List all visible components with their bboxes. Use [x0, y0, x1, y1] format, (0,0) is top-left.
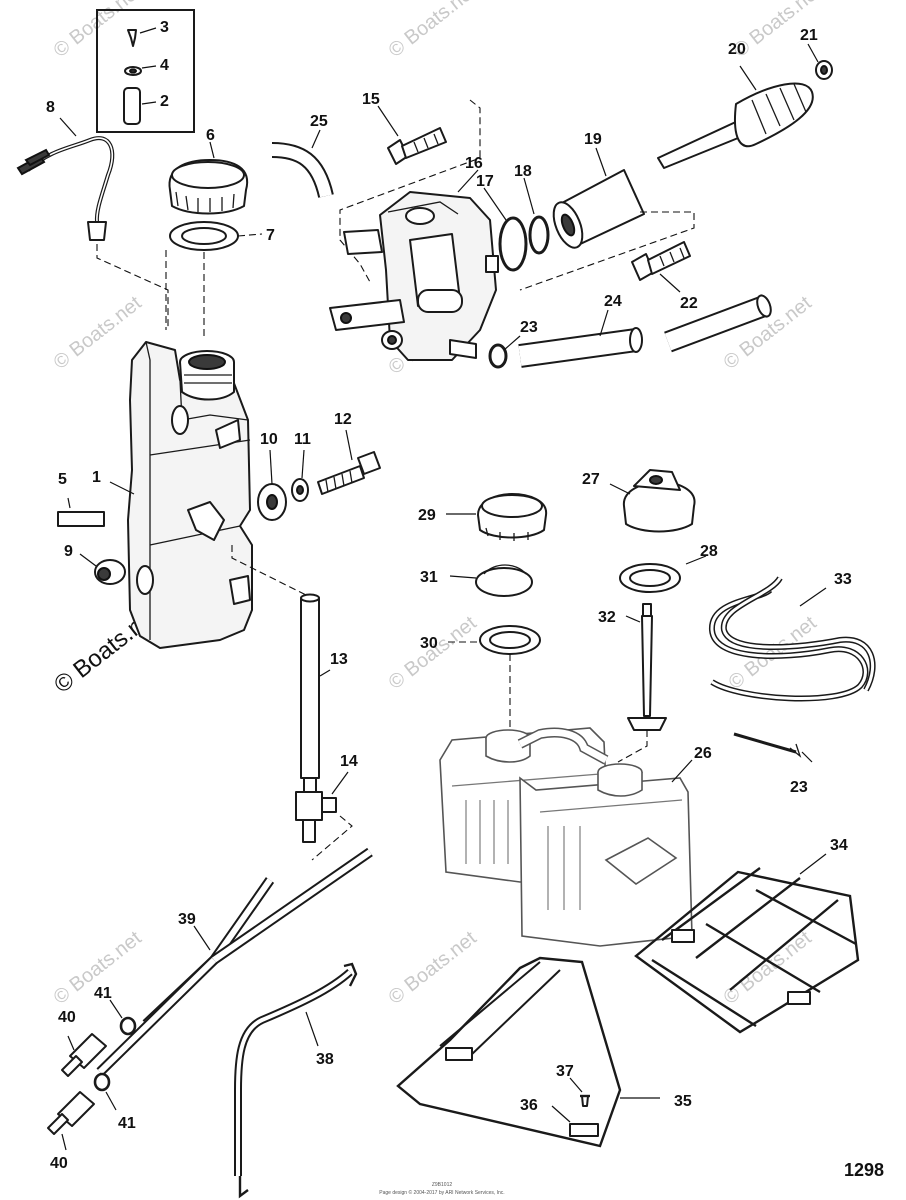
hose-clamp-23 [488, 335, 521, 369]
washer-11 [291, 449, 309, 502]
cap-gasket-7 [169, 221, 263, 251]
screw-37 [569, 1077, 590, 1107]
screw-22 [631, 241, 691, 293]
footer-id: Z9B1012 [432, 1182, 453, 1188]
callout-3: 3 [160, 19, 169, 36]
tee-fitting-14 [295, 771, 353, 861]
callout-35: 35 [674, 1093, 692, 1110]
callout-18: 18 [514, 163, 532, 180]
callout-38: 38 [316, 1051, 334, 1068]
oil-tank-cap-6 [168, 141, 249, 215]
watermark-10: © Boats.net [385, 927, 481, 1009]
pickup-tube-32 [625, 603, 667, 731]
callout-23-clamp: 23 [520, 319, 538, 336]
callout-37: 37 [556, 1063, 574, 1080]
callout-26: 26 [694, 745, 712, 762]
callout-7: 7 [266, 227, 275, 244]
hold-down-frame-35 [396, 956, 660, 1148]
hose-clamp-41-upper [109, 999, 137, 1036]
callout-12: 12 [334, 411, 352, 428]
callout-27: 27 [582, 471, 600, 488]
clip-36 [569, 1123, 599, 1137]
callout-6: 6 [206, 127, 215, 144]
callout-labels: 3 4 2 8 6 7 25 15 16 17 18 19 20 21 22 2… [46, 19, 852, 1172]
pad-5 [57, 497, 105, 527]
y-fuel-hose-39 [96, 847, 373, 1076]
callout-40-upper: 40 [58, 1009, 76, 1026]
callout-33: 33 [834, 571, 852, 588]
callout-9: 9 [64, 543, 73, 560]
callout-10: 10 [260, 431, 278, 448]
screw-3 [127, 29, 137, 47]
fuel-cap-29 [446, 493, 548, 541]
callout-22: 22 [680, 295, 698, 312]
callout-15: 15 [362, 91, 380, 108]
callout-20: 20 [728, 41, 746, 58]
bushing-9 [79, 553, 126, 585]
callout-34: 34 [830, 837, 848, 854]
screw-15 [377, 105, 447, 165]
grommet-10 [257, 449, 287, 521]
sleeve-19 [552, 147, 645, 249]
o-ring-18 [523, 177, 550, 255]
hose-clamp-41-lower [93, 1072, 117, 1111]
callout-41-lower: 41 [118, 1115, 136, 1132]
fuel-hose-24 [518, 294, 772, 368]
callout-8: 8 [46, 99, 55, 116]
diagram-code: 1298 [844, 1160, 884, 1180]
callout-31: 31 [420, 569, 438, 586]
sleeve-2 [123, 87, 141, 125]
kit-frame [96, 9, 195, 133]
fuel-tank-26 [439, 727, 693, 947]
callout-36: 36 [520, 1097, 538, 1114]
oil-tube-13 [300, 593, 331, 779]
watermark-2: © Boats.net [385, 0, 481, 62]
tank-strap-38 [234, 962, 358, 1199]
hardware-kit-box [96, 9, 195, 133]
callout-32: 32 [598, 609, 616, 626]
gasket-cap-31 [449, 564, 533, 597]
callout-14: 14 [340, 753, 358, 770]
callout-5: 5 [58, 471, 67, 488]
connector-40-lower [47, 1091, 95, 1151]
callout-23-pin: 23 [790, 779, 808, 796]
callout-30: 30 [420, 635, 438, 652]
callout-11: 11 [294, 431, 311, 448]
callout-21: 21 [800, 27, 818, 44]
callout-40-lower: 40 [50, 1155, 68, 1172]
sender-wire-8 [16, 117, 115, 241]
callout-2: 2 [160, 93, 169, 110]
callout-39: 39 [178, 911, 196, 928]
oil-pump-16 [329, 169, 499, 361]
oil-tank-1 [109, 341, 253, 649]
callout-29: 29 [418, 507, 436, 524]
tiller-grip-20 [657, 65, 814, 169]
callout-41-upper: 41 [94, 985, 112, 1002]
bolt-12 [317, 429, 381, 495]
callout-16: 16 [465, 155, 483, 172]
connector-40-upper [61, 1033, 107, 1077]
fuel-line-33 [709, 576, 876, 702]
callout-25: 25 [310, 113, 328, 130]
callout-19: 19 [584, 131, 602, 148]
callout-4: 4 [160, 57, 169, 74]
callout-24: 24 [604, 293, 622, 310]
pin-23 [733, 732, 813, 763]
gasket-28 [619, 555, 707, 593]
watermark-7: © Boats.net [385, 612, 481, 694]
callout-28: 28 [700, 543, 718, 560]
callout-17: 17 [476, 173, 494, 190]
vented-fuel-cap-27 [609, 469, 696, 533]
wire-connector [87, 221, 107, 241]
callout-13: 13 [330, 651, 348, 668]
grip-cap-21 [807, 43, 833, 80]
footer-copyright: Page design © 2004-2017 by ARI Network S… [379, 1189, 504, 1196]
tank-cradle-34 [634, 853, 860, 1034]
hose-25 [271, 129, 334, 198]
callout-1: 1 [92, 469, 101, 486]
o-ring-17 [483, 187, 528, 272]
